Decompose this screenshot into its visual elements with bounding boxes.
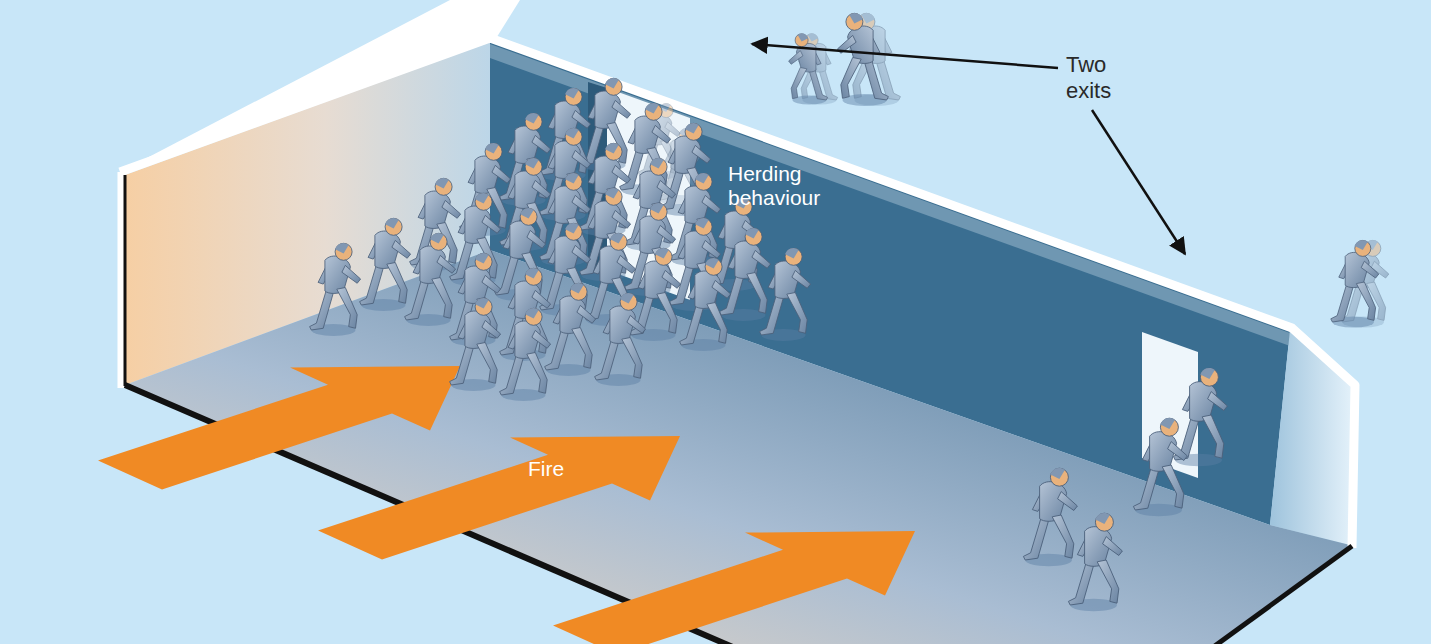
- wall-edge: [124, 175, 127, 386]
- person-figure: [1133, 418, 1187, 516]
- callout-label: Two exits: [1066, 52, 1136, 104]
- area-label: Herding behaviour: [728, 162, 848, 210]
- fire-arrow-shape: [310, 430, 690, 570]
- fire-arrow: [60, 335, 530, 507]
- node-label: Fire: [528, 457, 588, 481]
- leader-arrow: [1092, 110, 1185, 254]
- person-figure: [595, 293, 646, 386]
- person-figure: [1068, 513, 1122, 611]
- person-figure: [1331, 240, 1379, 327]
- person-figure: [720, 228, 771, 321]
- right-wall: [1270, 330, 1352, 545]
- person-figure: [1023, 468, 1077, 566]
- person-figure: [500, 308, 551, 401]
- person-figure: [680, 258, 731, 351]
- person-figure: [360, 218, 411, 311]
- wall-edge: [118, 172, 125, 388]
- fire-arrow: Fire: [310, 430, 690, 570]
- person-figure: [310, 243, 361, 336]
- person-figure: [789, 34, 828, 105]
- person-figure: [450, 298, 501, 391]
- person-figure: [405, 233, 456, 326]
- person-figure: [545, 283, 596, 376]
- fire-arrow: [515, 500, 985, 644]
- wall-top: [120, 38, 1355, 548]
- person-figure: [837, 13, 888, 106]
- leader-arrow: [752, 44, 1058, 68]
- fire-arrow: [280, 405, 750, 577]
- floor-edge: [1212, 546, 1352, 644]
- person-figure: [760, 248, 811, 341]
